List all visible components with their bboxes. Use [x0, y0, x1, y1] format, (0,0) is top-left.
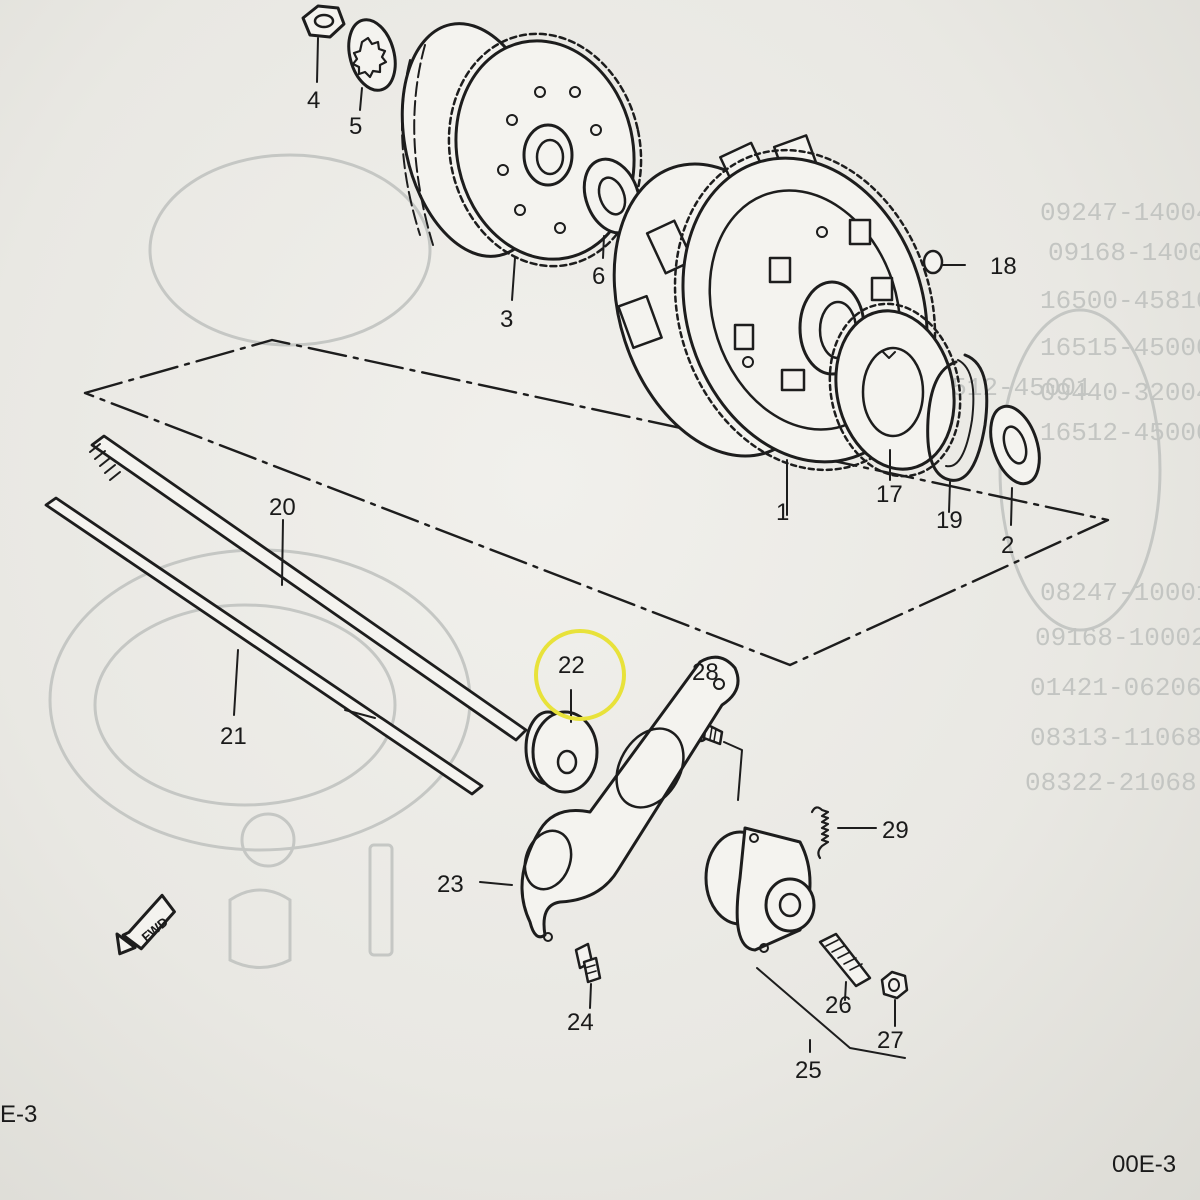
adjuster-screw-part-26 [818, 932, 872, 1001]
ghost-part-number: 08247-10001 [1040, 578, 1200, 608]
callout-22: 22 [558, 652, 585, 679]
ghost-part-number: 08322-21068 [1025, 768, 1197, 798]
ghost-drawing [148, 153, 432, 347]
ghost-part-number: 16500-45810 [1040, 286, 1200, 316]
bleed-through-layer: 09247-14004 09168-14004 16500-45810 1651… [48, 153, 1200, 969]
callout-1: 1 [776, 499, 789, 526]
washer-part-2 [989, 404, 1041, 526]
callout-19: 19 [936, 507, 963, 534]
ghost-part-number: 01421-06206 [1030, 673, 1200, 703]
lock-washer-part-5 [347, 18, 397, 111]
ghost-drawing [240, 812, 296, 868]
highlight-circle [534, 629, 626, 721]
spring-part-29 [810, 806, 877, 860]
push-rod-part-21 [44, 496, 484, 796]
ghost-drawing [998, 308, 1162, 632]
callout-labels: 4 5 3 6 18 1 17 19 2 20 21 22 28 29 23 2… [220, 87, 1017, 1084]
ghost-drawing [368, 843, 394, 957]
damper-spring [768, 256, 792, 284]
callout-3: 3 [500, 306, 513, 333]
callout-4: 4 [307, 87, 320, 114]
ghost-part-number: 09168-10002 [1035, 623, 1200, 653]
callout-20: 20 [269, 494, 296, 521]
push-rod-part-20 [89, 434, 528, 742]
ghost-part-number: 08313-11068 [1030, 723, 1200, 753]
bolt-part-24 [574, 942, 602, 1009]
damper-spring [780, 368, 806, 392]
ghost-part-number: 16512-45000 [1040, 418, 1200, 448]
circlip-part-19 [926, 353, 989, 513]
gasket-part-23 [479, 655, 740, 942]
damper-spring [870, 276, 894, 302]
ghost-drawing [93, 603, 397, 807]
callout-25: 25 [795, 1057, 822, 1084]
pin-part-18 [922, 249, 966, 275]
callout-5: 5 [349, 113, 362, 140]
lifter-assembly-part-25 [704, 826, 906, 1059]
callout-6: 6 [592, 263, 605, 290]
callout-21: 21 [220, 723, 247, 750]
lock-nut-part-27 [880, 970, 909, 1027]
seal-part-22 [524, 689, 599, 794]
callout-18: 18 [990, 253, 1017, 280]
callout-24: 24 [567, 1009, 594, 1036]
forward-direction-arrow-icon: FWD [115, 893, 176, 956]
callout-23: 23 [437, 871, 464, 898]
callout-27: 27 [877, 1027, 904, 1054]
callout-2: 2 [1001, 532, 1014, 559]
callout-26: 26 [825, 992, 852, 1019]
ghost-part-number: 16515-45000 [1040, 333, 1200, 363]
assembly-outline [83, 338, 1110, 667]
callout-17: 17 [876, 481, 903, 508]
drive-gear-part-17 [828, 302, 962, 481]
ghost-part-number: 09247-14004 [1040, 198, 1200, 228]
callout-28: 28 [692, 659, 719, 686]
damper-spring [733, 323, 755, 351]
page-reference-right: 00E-3 [1112, 1151, 1176, 1178]
callout-29: 29 [882, 817, 909, 844]
nut-part-4 [301, 4, 346, 83]
ghost-part-number: 09440-32004 [1040, 378, 1200, 408]
page-reference-left: E-3 [0, 1101, 37, 1128]
ghost-drawing [228, 888, 292, 969]
damper-spring [848, 218, 872, 246]
ghost-part-number: 09168-14004 [1048, 238, 1200, 268]
